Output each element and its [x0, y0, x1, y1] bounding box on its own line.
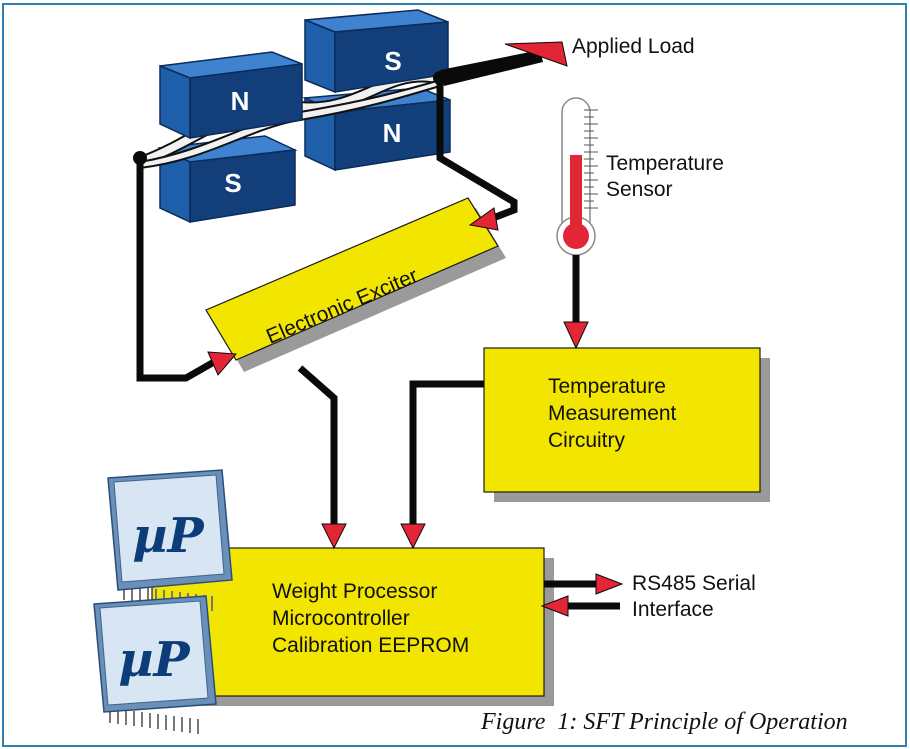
temp-measurement-label-line1: Temperature — [548, 375, 666, 398]
temperature-sensor-label-line1: Temperature — [606, 152, 724, 175]
processor-label-line3: Calibration EEPROM — [272, 634, 469, 657]
wire-exciter-to-processor — [297, 365, 338, 526]
wire-exciter-to-beam — [436, 78, 518, 224]
chip-top-label: µP — [132, 508, 205, 564]
applied-load-arrow — [440, 41, 568, 86]
magnet-letter-top-right: S — [384, 46, 401, 76]
processor-label-line1: Weight Processor — [272, 580, 437, 603]
temperature-measurement-box: Temperature Measurement Circuitry — [483, 347, 770, 502]
rs485-label-line1: RS485 Serial — [632, 572, 756, 595]
temp-measurement-label-line3: Circuitry — [548, 429, 625, 452]
arrow-into-exciter-right — [468, 207, 499, 231]
temperature-sensor-label-line2: Sensor — [606, 178, 673, 201]
figure-caption: Figure 1: SFT Principle of Operation — [480, 709, 848, 735]
arrow-into-processor-right — [400, 523, 426, 550]
arrow-rs485-in — [540, 595, 569, 617]
temp-measurement-label-line2: Measurement — [548, 402, 677, 425]
microprocessor-chip-top: µP — [107, 469, 233, 611]
magnet-letter-top-left: N — [231, 86, 250, 116]
magnet-assembly: S N N S — [133, 9, 451, 224]
magnet-letter-bottom-right: N — [383, 118, 402, 148]
electronic-exciter-box: Electronic Exciter — [205, 197, 506, 372]
chip-bottom-label: µP — [118, 632, 191, 688]
magnet-letter-bottom-left: S — [224, 168, 241, 198]
processor-label-line2: Microcontroller — [272, 607, 410, 630]
arrow-into-processor-left — [321, 523, 347, 550]
weight-processor-box: Weight Processor Microcontroller Calibra… — [151, 547, 554, 706]
figure-frame — [2, 3, 907, 747]
wire-measurement-to-processor — [409, 380, 484, 526]
applied-load-label: Applied Load — [572, 35, 695, 58]
rs485-label-line2: Interface — [632, 598, 714, 621]
arrow-into-temp-measurement — [563, 321, 589, 350]
arrow-into-exciter-left — [207, 351, 238, 376]
microprocessor-chip-bottom: µP — [93, 595, 217, 734]
wire-beam-to-exciter — [136, 158, 216, 382]
arrow-rs485-out — [595, 573, 624, 595]
magnet-top-left: N — [159, 51, 303, 140]
magnet-top-right: S — [304, 9, 449, 94]
thermometer-icon — [556, 97, 598, 256]
